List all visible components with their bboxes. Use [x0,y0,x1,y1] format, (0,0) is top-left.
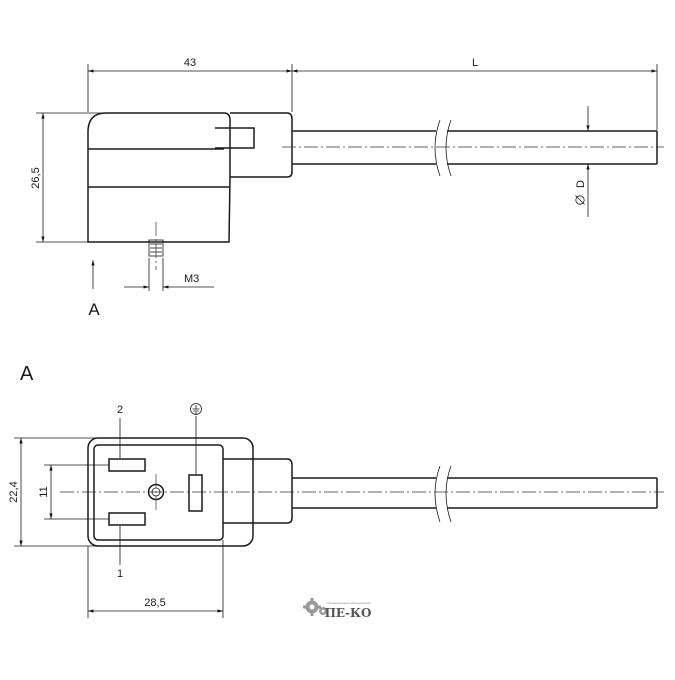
connector-body-outline [87,112,231,243]
dim-thread-label: M3 [184,273,199,285]
view-arrow-label: A [88,300,100,319]
logo-tagline: Промышленное Оборудование [327,601,371,605]
dim-width-label: 28,5 [144,597,165,609]
pin-1-label: 1 [117,568,123,580]
break-mark-left [434,465,441,523]
pin-2-label: 2 [117,404,123,416]
dim-length-label: L [472,57,478,69]
bottom-view-title: A [20,363,34,385]
diameter-symbol [575,195,585,205]
diameter-symbol-slash [575,195,585,205]
pin-1-contact [108,512,146,526]
pin-2-contact [108,458,146,472]
bottom-view: A 2 1 [8,363,664,618]
dim-pin-spacing-label: 11 [38,486,50,497]
company-logo: Промышленное Оборудование ПЕ-КО [303,598,371,620]
ground-contact [188,474,203,512]
contact-face [93,444,224,541]
break-mark-right [445,465,452,523]
cable-gland [230,112,293,178]
side-view: 43 L 26,5 D M3 A [30,57,664,319]
ground-icon [190,403,202,415]
break-mark-right [445,119,452,177]
dim-height-label: 26,5 [30,167,42,188]
cable-gland [223,458,293,524]
dim-diameter-label: D [575,180,587,188]
cap-stub [215,127,255,149]
dim-diameter-label-group: D [575,180,587,205]
dim-width-label: 43 [184,57,196,69]
gear-icon [303,598,327,616]
dim-height-label: 22,4 [8,481,20,502]
logo-name: ПЕ-КО [325,606,372,620]
break-mark-left [434,119,441,177]
